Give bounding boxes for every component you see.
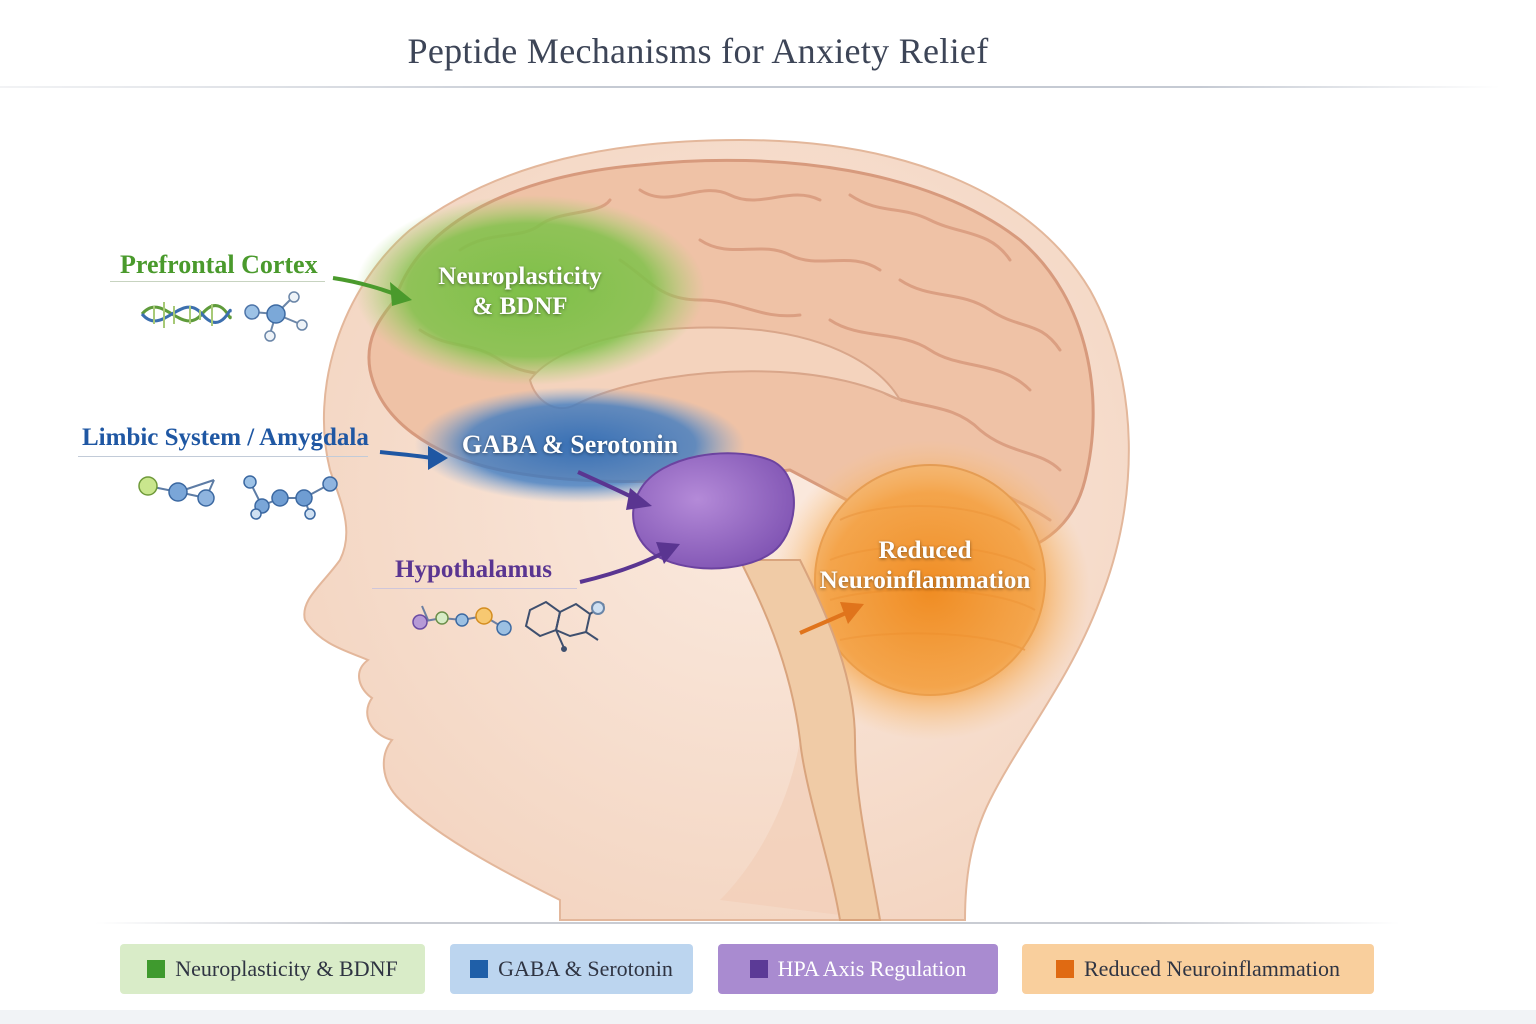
page-title: Peptide Mechanisms for Anxiety Relief — [407, 31, 989, 71]
footer-strip — [0, 1010, 1536, 1024]
legend-item-hpa: HPA Axis Regulation — [718, 944, 998, 994]
molecule-icon — [412, 605, 512, 636]
legend-label: HPA Axis Regulation — [777, 956, 967, 981]
label-limbic-system: Limbic System / Amygdala — [82, 424, 369, 451]
legend-swatch-blue — [470, 960, 489, 978]
dna-helix-icon — [140, 302, 232, 328]
legend-label: Reduced Neuroinflammation — [1084, 956, 1340, 981]
legend-swatch-orange — [1056, 960, 1074, 978]
molecule-icon — [138, 476, 215, 507]
region-label-neuroplasticity-line2: & BDNF — [472, 293, 568, 320]
arrow-hypothalamus — [579, 550, 666, 584]
legend-item-gaba: GABA & Serotonin — [450, 944, 693, 994]
prefrontal-underline — [110, 281, 325, 282]
legend-swatch-purple — [749, 960, 768, 978]
neuroinflammation-region — [770, 440, 1090, 740]
label-hypothalamus: Hypothalamus — [395, 556, 552, 583]
limbic-underline — [78, 456, 368, 457]
molecule-icon — [243, 475, 338, 520]
hypothalamus-underline — [372, 588, 577, 589]
legend-label: GABA & Serotonin — [498, 956, 673, 981]
prefrontal-region — [355, 195, 705, 385]
label-prefrontal-cortex: Prefrontal Cortex — [120, 250, 318, 279]
molecule-icon — [524, 600, 605, 652]
molecule-icon — [244, 291, 308, 342]
legend-item-neuroinflammation: Reduced Neuroinflammation — [1022, 944, 1374, 994]
region-label-gaba-serotonin: GABA & Serotonin — [461, 430, 679, 459]
legend-label: Neuroplasticity & BDNF — [175, 956, 398, 981]
brainstem — [738, 559, 882, 921]
legend-divider — [95, 922, 1400, 924]
title-divider — [0, 86, 1500, 88]
legend-item-neuroplasticity: Neuroplasticity & BDNF — [120, 944, 425, 994]
region-label-neuroinflammation: Reduced Neuroinflammation — [800, 536, 1050, 596]
legend-swatch-green — [147, 960, 166, 978]
region-label-neuroinflammation-line2: Neuroinflammation — [819, 567, 1031, 594]
hypothalamus-region — [632, 452, 795, 570]
region-label-neuroplasticity: Neuroplasticity & BDNF — [420, 262, 620, 322]
region-label-neuroinflammation-line1: Reduced — [878, 537, 972, 564]
region-label-neuroplasticity-line1: Neuroplasticity — [438, 263, 602, 290]
